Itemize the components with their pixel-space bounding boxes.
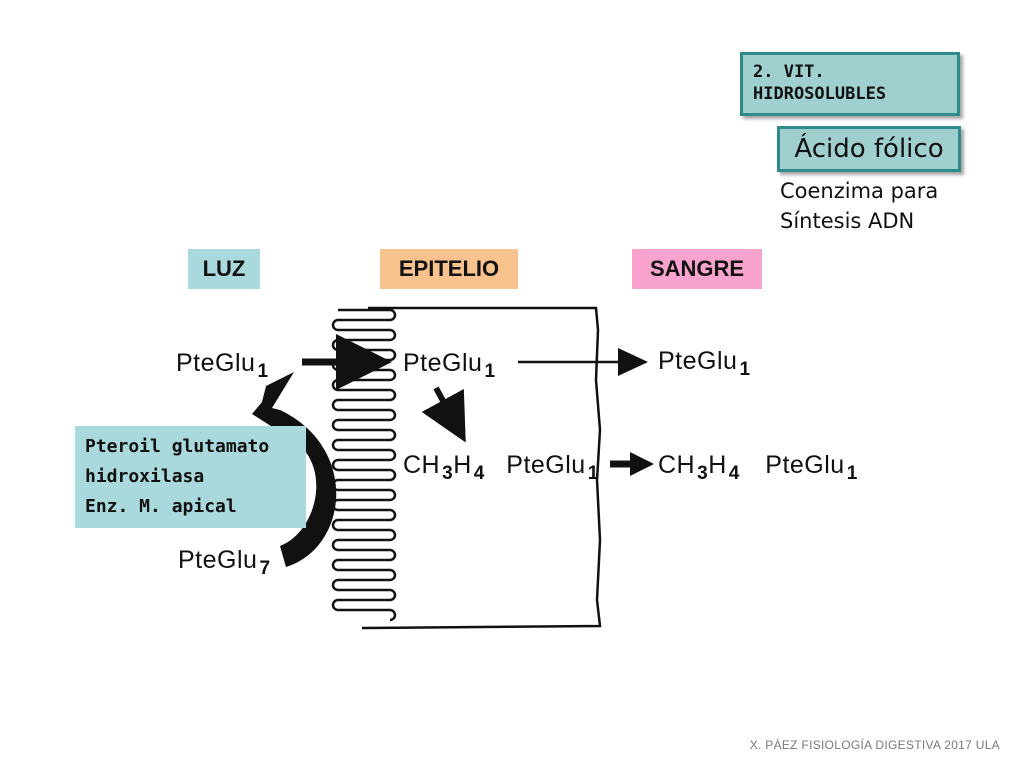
molecule-name: PteGlu — [658, 347, 738, 375]
enzyme-line3: Enz. M. apical — [85, 496, 237, 517]
molecule-subscript: 1 — [484, 361, 496, 382]
vitamin-role-line1: Coenzima para — [780, 179, 939, 203]
molecule-subscript: 3 — [442, 463, 454, 484]
page-title: Ácido fólico — [777, 126, 961, 172]
molecule-subscript: 4 — [728, 463, 740, 484]
footer-credit: X. PÁEZ FISIOLOGÍA DIGESTIVA 2017 ULA — [749, 738, 1000, 752]
molecule-subscript: 1 — [587, 463, 599, 484]
lumen-label: LUZ — [188, 249, 260, 289]
blood-label: SANGRE — [632, 249, 762, 289]
hydrolysis-curved-arrow — [252, 372, 337, 567]
vitamin-role-line2: Síntesis ADN — [780, 209, 915, 233]
vitamin-role: Coenzima para Síntesis ADN — [780, 176, 980, 236]
epithelium-label: EPITELIO — [380, 249, 518, 289]
cell-outline — [361, 306, 602, 630]
vitamin-group-line1: 2. VIT. — [753, 62, 825, 82]
molecule-name: PteGlu — [506, 451, 586, 479]
molecule-h: H — [453, 451, 472, 479]
molecule-name: PteGlu — [403, 349, 483, 377]
molecule-ch: CH — [658, 451, 696, 479]
molecule-subscript: 3 — [697, 463, 709, 484]
molecule-name: PteGlu — [178, 546, 258, 574]
arrowhead-methyl — [630, 452, 654, 476]
molecule-name: PteGlu — [176, 349, 256, 377]
molecule-subscript: 7 — [259, 558, 271, 579]
enzyme-line2: hidroxilasa — [85, 466, 205, 487]
molecule-h: H — [708, 451, 727, 479]
molecule-name: PteGlu — [765, 451, 845, 479]
molecule-subscript: 1 — [257, 361, 269, 382]
enzyme-line1: Pteroil glutamato — [85, 436, 270, 457]
arrowhead-mono — [618, 348, 648, 376]
arrow-methylation — [421, 386, 466, 443]
molecule-ch: CH — [403, 451, 441, 479]
molecule-subscript: 1 — [739, 359, 751, 380]
vitamin-group-badge: 2. VIT. HIDROSOLUBLES — [740, 52, 960, 116]
enzyme-box: Pteroil glutamato hidroxilasa Enz. M. ap… — [75, 426, 306, 528]
vitamin-group-line2: HIDROSOLUBLES — [753, 84, 887, 104]
molecule-subscript: 4 — [473, 463, 485, 484]
brush-border-microvilli — [331, 308, 397, 622]
molecule-subscript: 1 — [846, 463, 858, 484]
